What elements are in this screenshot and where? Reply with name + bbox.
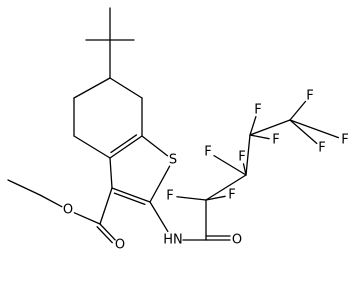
single-bond: [39, 194, 63, 208]
single-bond: [149, 165, 171, 203]
double-bond-line: [113, 192, 146, 206]
single-bond: [205, 195, 226, 201]
atom-label-f: F: [238, 150, 245, 165]
single-bond: [249, 116, 257, 136]
single-bond: [289, 100, 307, 121]
single-bond: [149, 201, 169, 233]
single-bond: [99, 187, 113, 225]
atom-label-f: F: [204, 145, 211, 160]
double-bond-line: [110, 134, 138, 154]
atom-label-f: F: [318, 141, 325, 156]
single-bond: [73, 77, 111, 99]
atom-label-f: F: [254, 103, 261, 118]
single-bond: [249, 119, 291, 136]
atom-label-o: O: [63, 203, 73, 218]
single-bond: [109, 77, 143, 99]
single-bond: [109, 157, 113, 189]
single-bond: [289, 119, 340, 139]
atom-label-n: HN: [163, 233, 183, 248]
double-bond-line: [111, 187, 151, 203]
single-bond: [205, 174, 247, 201]
double-bond-line: [109, 135, 143, 159]
single-bond: [213, 154, 247, 176]
atom-label-f: F: [228, 188, 235, 203]
atom-label-f: F: [166, 189, 173, 204]
single-bond: [73, 135, 111, 159]
single-bond: [73, 212, 101, 225]
single-bond: [176, 196, 207, 201]
single-bond: [245, 134, 251, 176]
single-bond: [141, 135, 169, 157]
single-bond: [7, 179, 41, 196]
single-bond: [289, 119, 318, 145]
single-bond: [249, 134, 270, 140]
bond-layer: [7, 7, 340, 244]
double-bond-line: [99, 223, 116, 241]
atom-label-f: F: [272, 133, 279, 148]
atom-label-f: F: [341, 133, 348, 148]
double-bond-line: [96, 226, 113, 244]
atom-label-o: O: [115, 238, 125, 253]
atom-label-o: O: [232, 233, 242, 248]
atom-label-s: S: [169, 153, 177, 168]
atom-label-f: F: [306, 89, 313, 104]
